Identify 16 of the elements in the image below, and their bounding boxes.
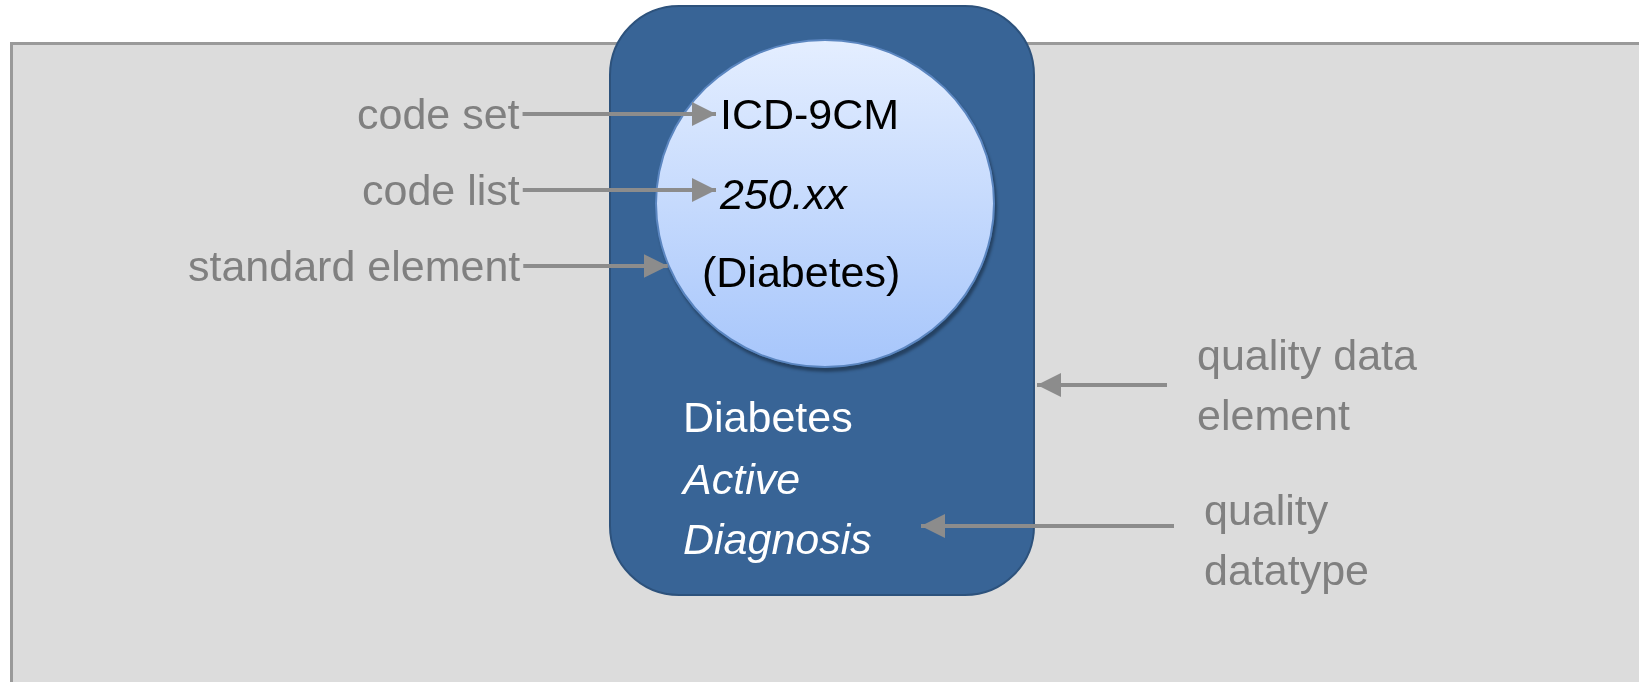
code-text: 250.xx xyxy=(720,164,847,224)
leader-label: quality datatype xyxy=(1204,480,1424,600)
leader-label: standard element xyxy=(188,236,521,296)
leader-line xyxy=(921,514,1174,538)
leader-line xyxy=(522,102,716,126)
panel-title: Diabetes xyxy=(683,387,853,447)
leader-label: quality data element xyxy=(1197,325,1487,445)
datatype-text: Active Diagnosis xyxy=(683,449,913,569)
code-text: ICD-9CM xyxy=(720,84,900,144)
leader-line xyxy=(523,254,668,278)
description-text: (Diabetes) xyxy=(702,242,901,302)
rounded-panel xyxy=(609,5,1035,596)
leader-label: code list xyxy=(362,160,520,220)
leader-label: code set xyxy=(357,84,520,144)
leader-line xyxy=(522,178,716,202)
leader-line xyxy=(1037,373,1167,397)
